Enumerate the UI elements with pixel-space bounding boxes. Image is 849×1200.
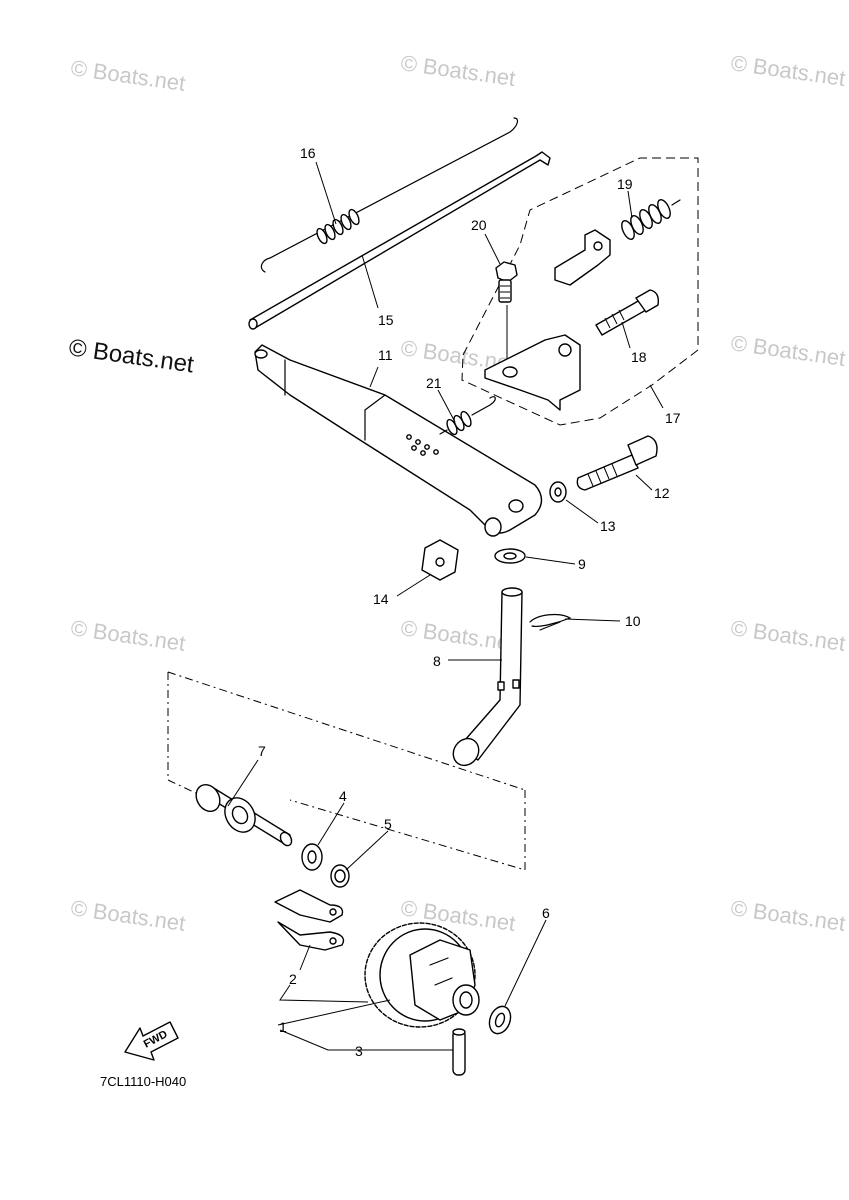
axis-line-8	[167, 671, 526, 791]
watermark: © Boats.net	[69, 615, 187, 656]
callout-18: 18	[631, 349, 647, 365]
callout-11: 11	[378, 347, 393, 363]
callout-4: 4	[339, 788, 347, 804]
callout-12: 12	[654, 485, 670, 501]
shaft-7	[195, 783, 293, 847]
kit-17-outline	[461, 157, 699, 426]
spring-rod-16	[260, 117, 519, 273]
callout-labels: 1 2 3 4 5 6 7 8 9 10 11 12 13 14 15 16 1…	[258, 145, 681, 1059]
diagram-code: 7CL1110-H040	[100, 1074, 186, 1089]
forward-direction-indicator: FWD	[124, 1021, 179, 1061]
clip-10	[529, 613, 572, 631]
washer-13	[549, 481, 567, 503]
spring-19	[621, 198, 681, 241]
shaft-8	[452, 587, 523, 767]
lever-pair-2	[274, 889, 345, 951]
callout-17: 17	[665, 410, 681, 426]
fwd-arrow-icon	[124, 1021, 179, 1061]
callout-3: 3	[355, 1043, 363, 1059]
callout-8: 8	[433, 653, 441, 669]
watermark: © Boats.net	[729, 50, 847, 91]
adjust-holes-11	[406, 434, 439, 456]
gear-1	[364, 922, 480, 1028]
link-rod-15	[248, 151, 551, 330]
rod-16	[260, 117, 519, 273]
callout-2: 2	[289, 971, 297, 987]
watermark: © Boats.net	[729, 615, 847, 656]
watermark: © Boats.net	[399, 50, 517, 91]
plate-bracket-17	[484, 334, 581, 411]
callout-7: 7	[258, 743, 266, 759]
assembly-outlines	[167, 157, 699, 871]
callout-5: 5	[384, 816, 392, 832]
callout-20: 20	[471, 217, 487, 233]
callout-15: 15	[378, 312, 394, 328]
callout-21: 21	[426, 375, 442, 391]
watermark: © Boats.net	[69, 55, 187, 96]
leader-lines	[227, 161, 664, 1051]
callout-1: 1	[279, 1019, 287, 1035]
watermark: © Boats.net	[399, 615, 517, 656]
ring-5	[330, 864, 350, 888]
bolt-12	[576, 435, 658, 491]
watermark: © Boats.net	[729, 330, 847, 371]
callout-16: 16	[300, 145, 316, 161]
spring-21	[439, 396, 496, 436]
callout-9: 9	[578, 556, 586, 572]
pin-3	[452, 1028, 466, 1076]
bolt-18	[595, 289, 660, 336]
axis-line-8b	[289, 790, 526, 871]
axis-line-7	[167, 672, 201, 796]
bracket-small	[554, 229, 611, 286]
spring-coil-16	[316, 208, 360, 245]
rod-15	[249, 151, 551, 329]
nut-14	[421, 539, 459, 581]
callout-19: 19	[617, 176, 633, 192]
watermark: © Boats.net	[67, 334, 196, 378]
callout-13: 13	[600, 518, 616, 534]
watermark: © Boats.net	[69, 895, 187, 936]
callout-6: 6	[542, 905, 550, 921]
lever-11	[254, 344, 543, 537]
bolt-20	[495, 261, 518, 372]
callout-14: 14	[373, 591, 389, 607]
washer-4	[301, 843, 323, 871]
washer-9	[494, 548, 526, 564]
watermark: © Boats.net	[729, 895, 847, 936]
washer-6	[488, 1005, 512, 1035]
callout-10: 10	[625, 613, 641, 629]
